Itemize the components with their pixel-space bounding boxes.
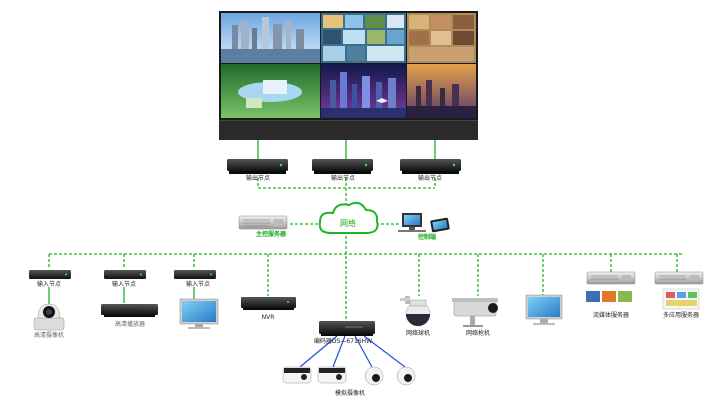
nvr-label: NVR: [261, 314, 275, 321]
network-ptz-label: 网络球机: [405, 330, 431, 337]
multi-app-server-icon: [654, 271, 704, 310]
wall-panel-3: [407, 13, 476, 63]
streaming-server-icon: [586, 271, 636, 302]
network-cloud-icon: [318, 201, 379, 234]
monitor-icon-1: [179, 298, 219, 329]
control-client-icon: [398, 213, 450, 233]
control-server-label: 主控服务器: [256, 231, 287, 238]
monitor-icon-2: [525, 294, 563, 325]
multi-server-label: 多应用服务器: [662, 312, 700, 319]
output-node-1-label: 输出节点: [245, 175, 271, 182]
output-node-3: [400, 159, 461, 174]
control-server-icon: [238, 215, 288, 230]
input-node-2-label: 输入节点: [111, 281, 137, 288]
hd-player-icon: [101, 304, 158, 317]
input-links: [48, 287, 195, 305]
input-node-3-label: 输入节点: [185, 281, 211, 288]
output-node-3-label: 输出节点: [417, 175, 443, 182]
wall-panel-2: [321, 13, 406, 63]
hd-player-label: 高清播放器: [114, 321, 146, 328]
analog-camera-2: [317, 366, 347, 384]
output-node-2-label: 输出节点: [330, 175, 356, 182]
encoder-icon: [319, 321, 375, 336]
video-wall: [219, 11, 478, 140]
output-node-1: [227, 159, 288, 174]
hd-camera-label: 高清摄像机: [33, 332, 65, 339]
network-ptz-camera-icon: [400, 296, 431, 327]
input-node-2: [104, 270, 146, 279]
analog-camera-1: [282, 366, 312, 384]
network-gun-label: 网络枪机: [465, 330, 491, 337]
analog-camera-label: 模拟摄像机: [334, 390, 366, 397]
control-client-label: 控制端: [418, 234, 437, 241]
analog-camera-3: [364, 366, 384, 386]
wall-panel-5: [321, 64, 406, 118]
input-node-3: [174, 270, 216, 279]
wall-panel-4: [221, 64, 320, 118]
output-node-2: [312, 159, 373, 174]
wall-panel-1: [221, 13, 320, 63]
input-node-1: [29, 270, 71, 279]
network-label: 网络: [340, 219, 356, 228]
blue-links: [299, 335, 406, 368]
streaming-server-label: 流媒体服务器: [592, 312, 630, 319]
input-node-1-label: 输入节点: [36, 281, 62, 288]
wall-panel-6: [407, 64, 476, 118]
hd-camera-icon: [33, 303, 65, 331]
dashed-links: [48, 178, 684, 320]
network-gun-camera-icon: [452, 298, 498, 327]
green-links: [257, 140, 436, 160]
nvr-icon: [241, 297, 296, 310]
analog-camera-4: [396, 366, 416, 386]
encoder-label: 编码器DS—6716HW: [313, 338, 373, 345]
